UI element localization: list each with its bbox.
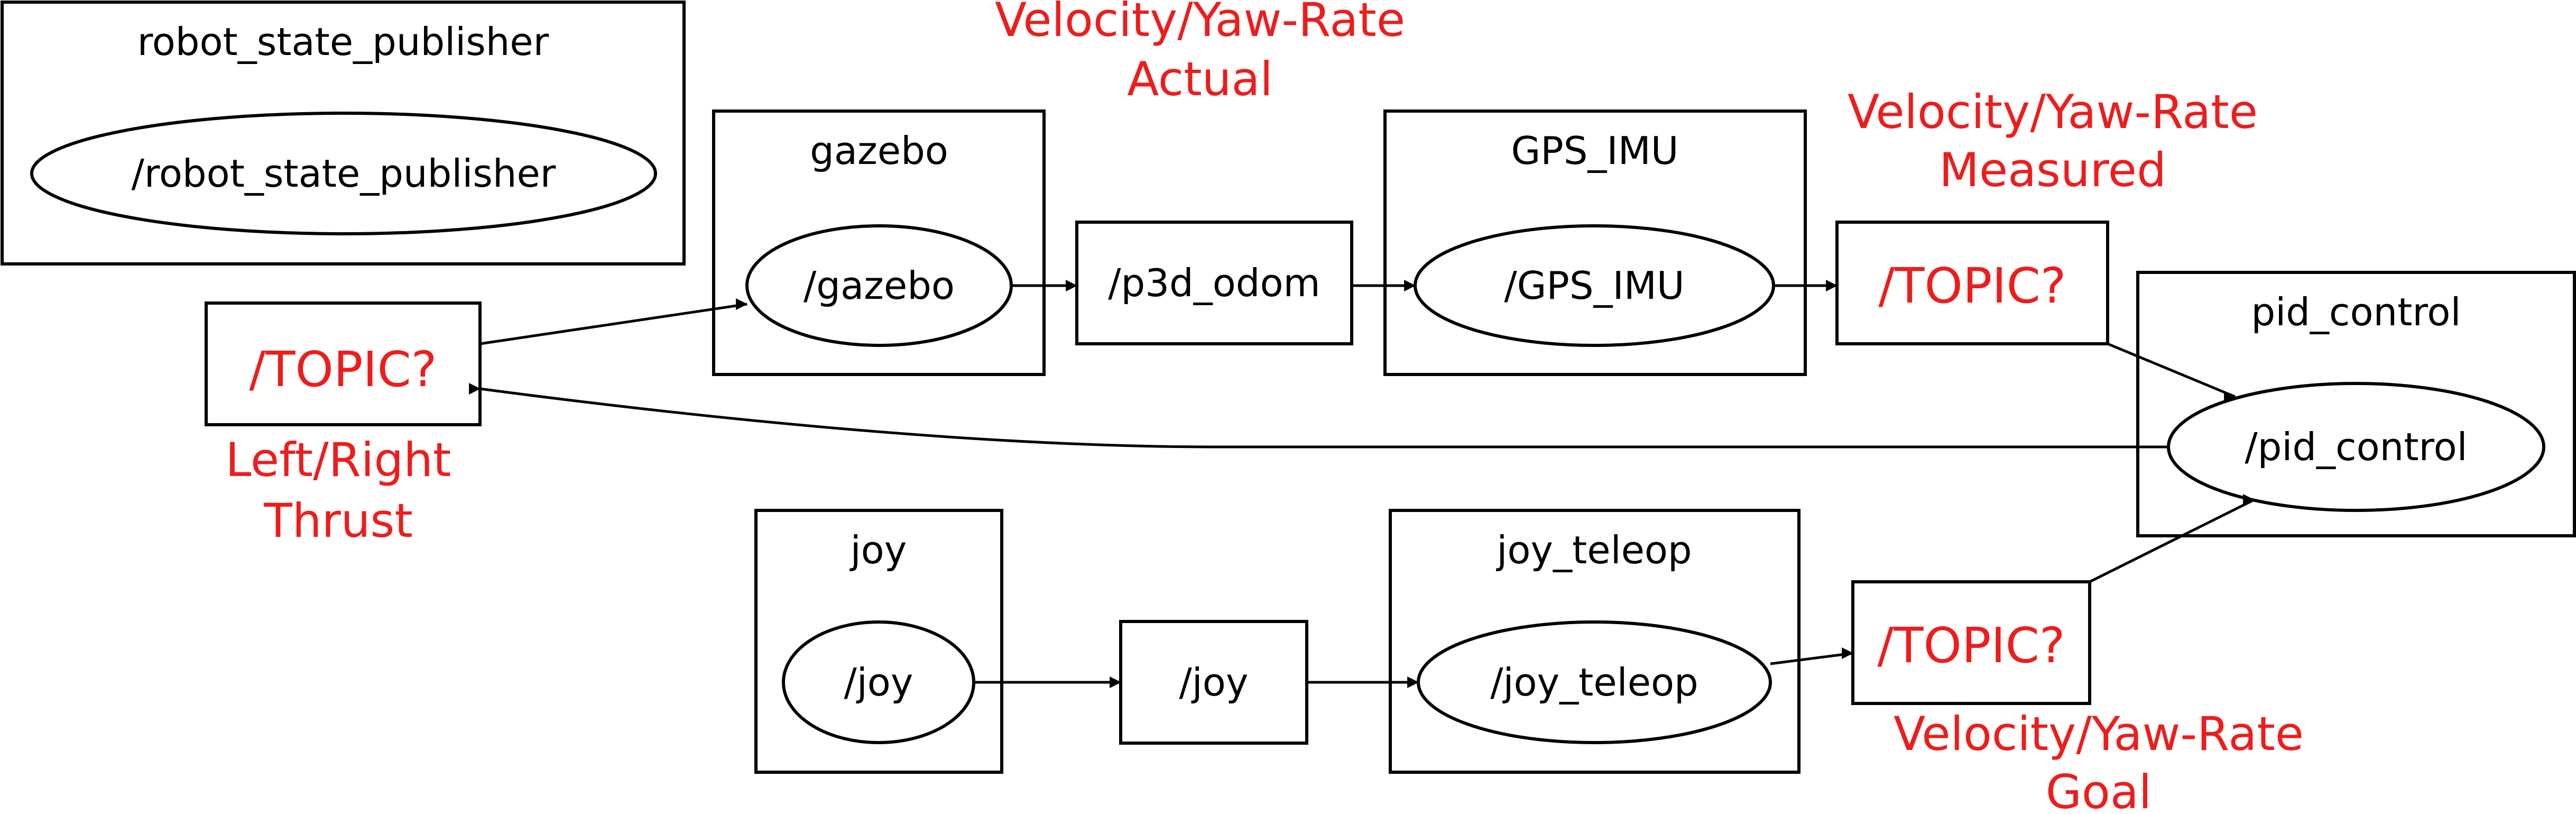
node-label-robot-state-publisher: /robot_state_publisher bbox=[132, 151, 556, 196]
edge-goal-to-pid-control bbox=[2089, 494, 2255, 583]
annotation-actual-line1: Velocity/Yaw-Rate bbox=[995, 0, 1405, 47]
topic-p3d-odom: /p3d_odom bbox=[1075, 221, 1353, 345]
annotation-actual: Velocity/Yaw-Rate Actual bbox=[995, 0, 1405, 106]
cluster-robot-state-publisher: robot_state_publisher /robot_state_publi… bbox=[1, 1, 686, 266]
cluster-label-joy: joy bbox=[850, 528, 907, 572]
node-label-pid-control: /pid_control bbox=[2245, 425, 2467, 469]
topic-label-goal: /TOPIC? bbox=[1877, 617, 2065, 674]
node-label-joy-teleop: /joy_teleop bbox=[1490, 660, 1698, 705]
topic-label-p3d-odom: /p3d_odom bbox=[1108, 261, 1320, 305]
topic-measured: /TOPIC? bbox=[1835, 221, 2109, 345]
annotation-thrust: Left/Right Thrust bbox=[226, 433, 451, 548]
annotation-goal-line1: Velocity/Yaw-Rate bbox=[1894, 707, 2304, 761]
cluster-joy: joy /joy bbox=[754, 509, 1003, 774]
annotation-goal-line2: Goal bbox=[2046, 765, 2152, 814]
annotation-measured: Velocity/Yaw-Rate Measured bbox=[1848, 85, 2258, 197]
cluster-label-robot-state-publisher: robot_state_publisher bbox=[137, 20, 549, 64]
topic-joy: /joy bbox=[1119, 620, 1308, 745]
cluster-label-joy-teleop: joy_teleop bbox=[1495, 528, 1692, 572]
edge-pid-control-to-thrust bbox=[469, 383, 2168, 449]
cluster-label-gazebo: gazebo bbox=[810, 129, 948, 173]
annotation-thrust-line1: Left/Right bbox=[226, 433, 451, 487]
cluster-gps-imu: GPS_IMU /GPS_IMU bbox=[1383, 109, 1807, 376]
annotation-actual-line2: Actual bbox=[1127, 52, 1273, 106]
topic-label-thrust: /TOPIC? bbox=[249, 341, 437, 398]
topic-goal: /TOPIC? bbox=[1851, 580, 2091, 705]
cluster-label-gps-imu: GPS_IMU bbox=[1511, 129, 1679, 173]
edges bbox=[469, 280, 2255, 688]
annotation-measured-line1: Velocity/Yaw-Rate bbox=[1848, 85, 2258, 139]
node-label-joy: /joy bbox=[844, 660, 913, 705]
node-robot-state-publisher bbox=[30, 112, 657, 235]
edge-measured-to-pid-control bbox=[2107, 342, 2236, 403]
annotation-measured-line2: Measured bbox=[1939, 143, 2166, 197]
edge-thrust-to-gazebo bbox=[479, 298, 748, 345]
topic-label-joy: /joy bbox=[1179, 660, 1249, 705]
annotation-goal: Velocity/Yaw-Rate Goal bbox=[1894, 707, 2304, 814]
node-label-gazebo: /gazebo bbox=[804, 263, 955, 308]
cluster-joy-teleop: joy_teleop /joy_teleop bbox=[1389, 509, 1801, 774]
node-label-gps-imu: /GPS_IMU bbox=[1504, 263, 1684, 308]
cluster-pid-control: pid_control /pid_control bbox=[2136, 271, 2576, 537]
annotation-thrust-line2: Thrust bbox=[263, 493, 413, 548]
topic-label-measured: /TOPIC? bbox=[1878, 258, 2066, 314]
cluster-label-pid-control: pid_control bbox=[2251, 290, 2461, 334]
edge-joy-teleop-to-goal bbox=[1770, 647, 1854, 665]
topic-thrust: /TOPIC? bbox=[205, 301, 482, 426]
cluster-gazebo: gazebo /gazebo bbox=[712, 109, 1046, 376]
